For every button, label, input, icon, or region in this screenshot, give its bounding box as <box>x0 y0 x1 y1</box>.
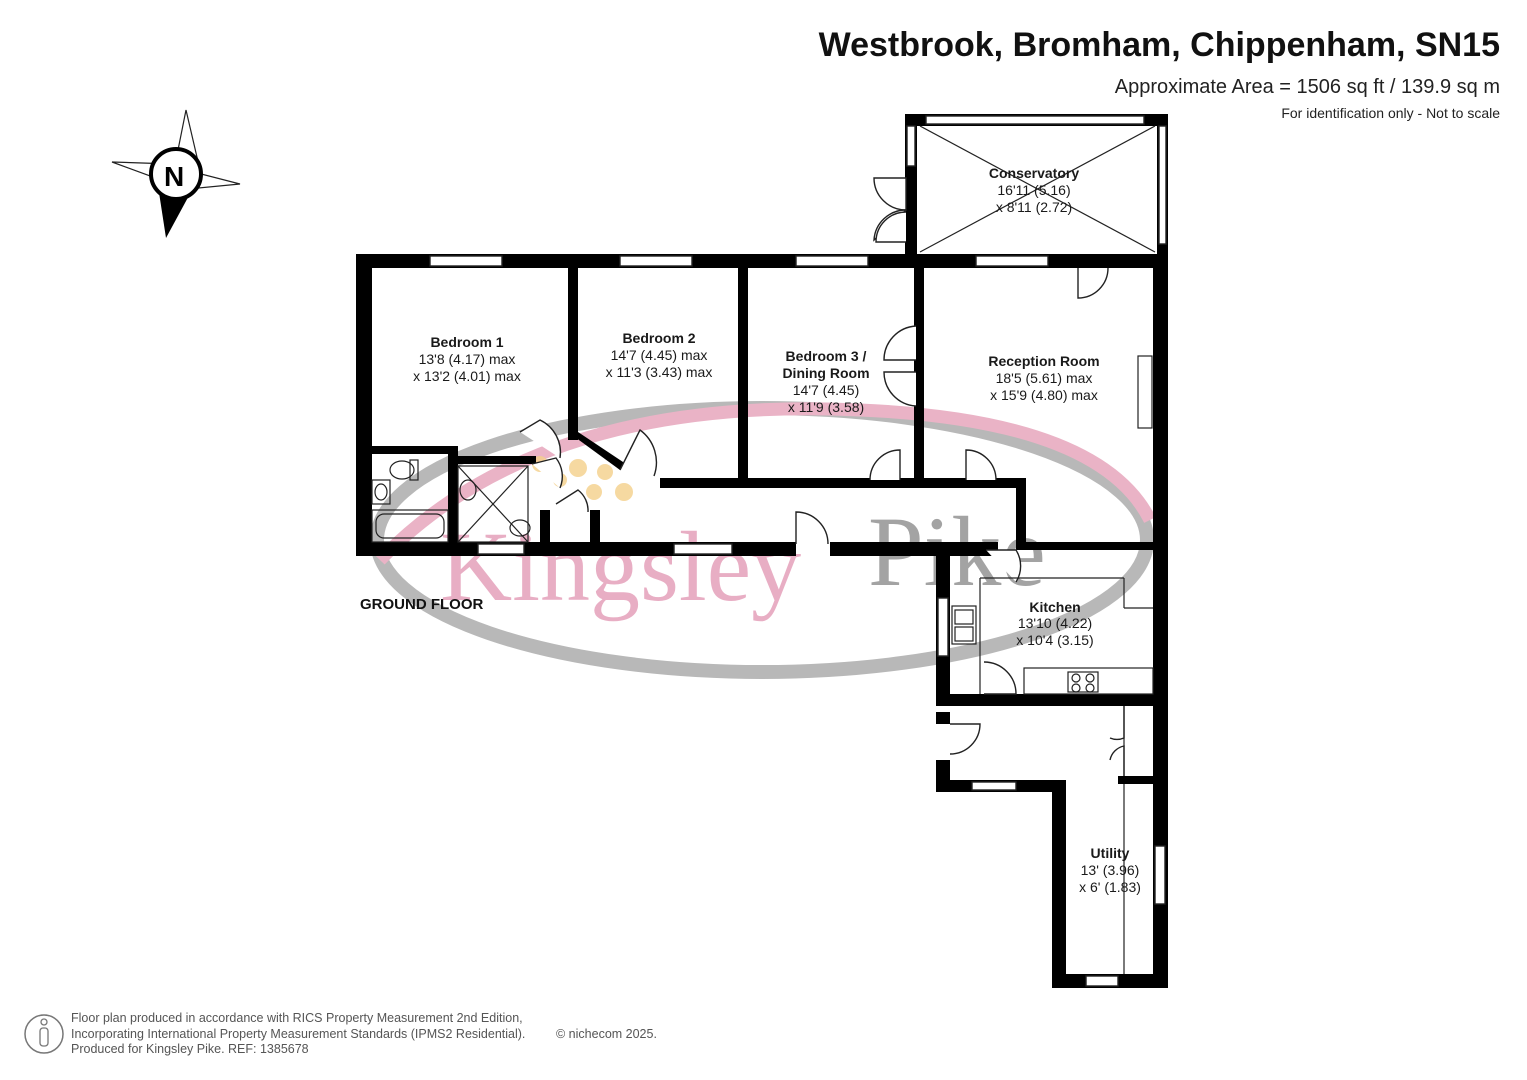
room-bedroom-2: Bedroom 2 14'7 (4.45) max x 11'3 (3.43) … <box>606 330 713 380</box>
compass-rose-icon: N <box>111 109 241 238</box>
room-name: Utility <box>1091 845 1130 861</box>
watermark: Kingsley Pike <box>370 401 1156 679</box>
compass-letter: N <box>164 161 184 192</box>
door-conservatory-upper <box>873 177 907 211</box>
room-dimension: x 8'11 (2.72) <box>996 199 1072 215</box>
doors <box>519 177 1125 776</box>
room-reception: Reception Room 18'5 (5.61) max x 15'9 (4… <box>988 353 1099 403</box>
room-name: Bedroom 3 / <box>786 348 867 364</box>
door-double-b3-reception <box>883 325 917 361</box>
footer-line-1: Floor plan produced in accordance with R… <box>71 1011 523 1025</box>
page-title: Westbrook, Bromham, Chippenham, SN15 <box>819 26 1500 64</box>
door-back <box>949 723 981 755</box>
door-cupboard <box>555 489 589 513</box>
door-bedroom3 <box>869 449 901 481</box>
room-dimension: 18'5 (5.61) max <box>996 370 1093 386</box>
room-dimension: 13' (3.96) <box>1081 862 1140 878</box>
door-front <box>795 511 829 545</box>
room-dimension: 13'10 (4.22) <box>1018 615 1092 631</box>
watermark-brand-a: Kingsley <box>440 511 801 622</box>
room-dimension: x 11'9 (3.58) <box>788 399 864 415</box>
room-name: Conservatory <box>989 165 1079 181</box>
room-dimension: x 6' (1.83) <box>1079 879 1141 895</box>
toilet-icon <box>389 460 415 480</box>
fixtures <box>371 459 1154 974</box>
door-cupboard-utility <box>1109 706 1125 741</box>
room-utility: Utility 13' (3.96) x 6' (1.83) <box>1079 845 1141 895</box>
room-name: Kitchen <box>1029 599 1080 615</box>
room-name: Dining Room <box>782 365 869 381</box>
bath-icon <box>371 509 449 543</box>
door-bedroom2 <box>619 428 658 477</box>
door-ensuite <box>531 457 563 489</box>
room-dimension: 13'8 (4.17) max <box>419 351 516 367</box>
room-dimension: x 10'4 (3.15) <box>1016 632 1093 648</box>
identification-note: For identification only - Not to scale <box>1281 105 1500 121</box>
room-name: Bedroom 2 <box>622 330 695 346</box>
room-dimension: x 15'9 (4.80) max <box>990 387 1098 403</box>
windows <box>429 115 1167 987</box>
door-reception <box>965 449 997 481</box>
room-bedroom-1: Bedroom 1 13'8 (4.17) max x 13'2 (4.01) … <box>413 334 521 384</box>
room-dimension: x 11'3 (3.43) max <box>606 364 713 380</box>
sink-icon <box>951 605 977 645</box>
header: Westbrook, Bromham, Chippenham, SN15 App… <box>819 26 1501 121</box>
door-reception-conservatory <box>1077 267 1109 299</box>
room-kitchen: Kitchen 13'10 (4.22) x 10'4 (3.15) <box>1016 599 1093 648</box>
room-conservatory: Conservatory 16'11 (5.16) x 8'11 (2.72) <box>989 165 1079 215</box>
room-name: Reception Room <box>988 353 1099 369</box>
person-info-icon <box>24 1014 64 1054</box>
room-dimension: x 13'2 (4.01) max <box>413 368 521 384</box>
room-dimension: 16'11 (5.16) <box>997 182 1070 198</box>
room-dimension: 14'7 (4.45) <box>793 382 860 398</box>
door-kitchen-hall <box>983 661 1017 695</box>
footer: Floor plan produced in accordance with R… <box>24 1011 657 1056</box>
watermark-ring-pink <box>375 402 1156 565</box>
sink-icon <box>371 479 391 505</box>
hob-icon <box>1067 671 1099 693</box>
room-labels: Conservatory 16'11 (5.16) x 8'11 (2.72) … <box>360 165 1141 895</box>
footer-line-2: Incorporating International Property Mea… <box>71 1027 525 1041</box>
door-bedroom1 <box>519 419 562 459</box>
room-name: Bedroom 1 <box>430 334 503 350</box>
door-kitchen <box>986 549 1022 583</box>
approximate-area: Approximate Area = 1506 sq ft / 139.9 sq… <box>1115 76 1500 98</box>
shower-icon <box>457 465 529 543</box>
room-dimension: 14'7 (4.45) max <box>611 347 708 363</box>
conservatory-roof-lines <box>919 125 1156 253</box>
footer-line-3: Produced for Kingsley Pike. REF: 1385678 <box>71 1042 309 1056</box>
room-bedroom-3: Bedroom 3 / Dining Room 14'7 (4.45) x 11… <box>782 348 869 415</box>
footer-copyright: © nichecom 2025. <box>556 1027 657 1041</box>
floor-label: GROUND FLOOR <box>360 596 483 613</box>
